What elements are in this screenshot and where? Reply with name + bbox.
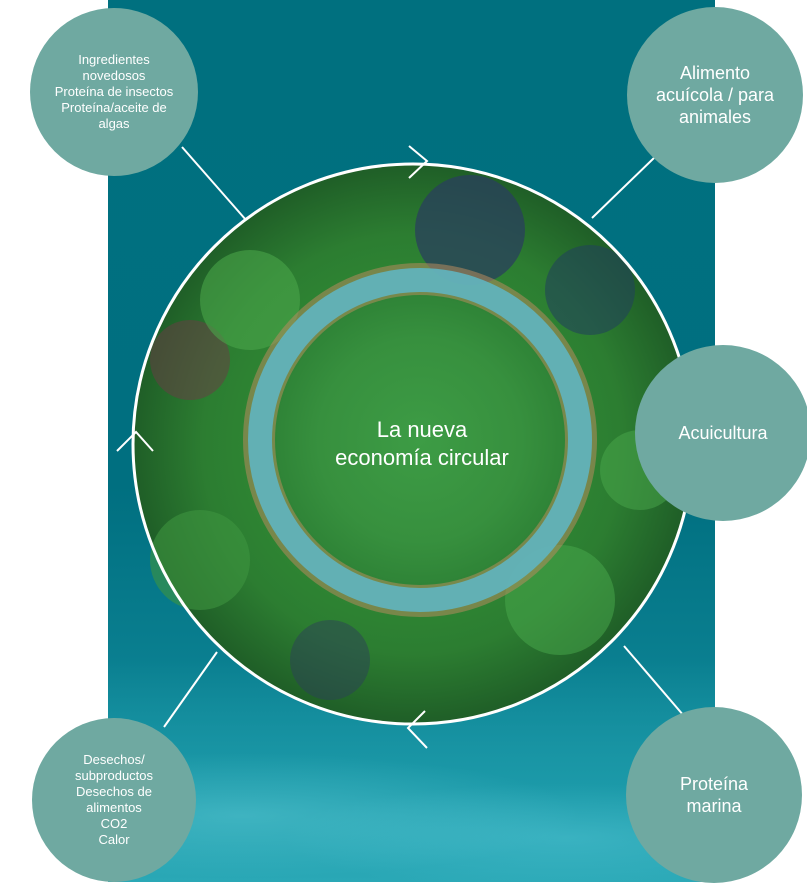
- forest-image: [133, 164, 693, 724]
- node-novel-ingredients: Ingredientes novedosos Proteína de insec…: [30, 8, 198, 176]
- connector-marine-protein: [623, 645, 685, 717]
- center-title: La nueva economía circular: [335, 417, 509, 470]
- cycle-arrow-top: [408, 145, 429, 179]
- node-waste-byproducts: Desechos/ subproductos Desechos de alime…: [32, 718, 196, 882]
- cycle-arrow-bottom: [406, 710, 428, 749]
- connector-waste: [163, 651, 218, 728]
- node-aquafeed: Alimento acuícola / para animales: [627, 7, 803, 183]
- cycle-arrow-left: [116, 430, 154, 452]
- node-aquaculture: Acuicultura: [635, 345, 807, 521]
- connector-feed: [591, 155, 657, 219]
- node-marine-protein: Proteína marina: [626, 707, 802, 883]
- connector-inputs: [181, 146, 247, 221]
